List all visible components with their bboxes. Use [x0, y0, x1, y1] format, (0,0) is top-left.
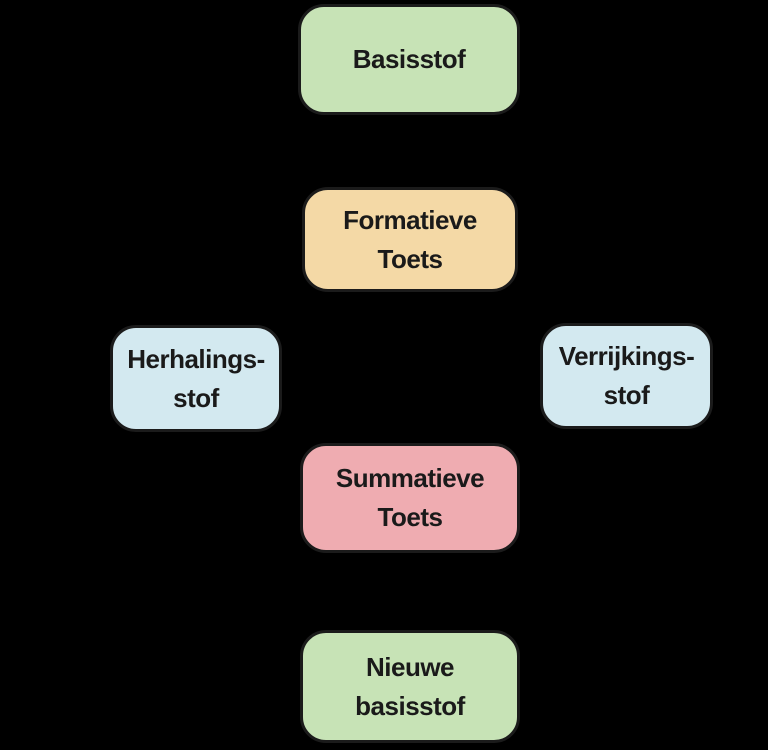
node-herhalings-stof-label-line2: stof — [173, 382, 219, 413]
node-summatieve-toets-label-line1: Summatieve — [335, 463, 485, 493]
node-summatieve-toets: Summatieve Toets — [300, 443, 520, 553]
node-formatieve-toets-label-line1: Formatieve — [343, 204, 477, 235]
node-formatieve-toets-label-line2: Toets — [377, 243, 443, 274]
node-summatieve-toets-label-line2: Toets — [377, 502, 443, 532]
node-verrijkings-stof-label-line1: Verrijkings- — [558, 341, 695, 371]
node-basisstof: Basisstof — [298, 4, 520, 115]
node-verrijkings-stof: Verrijkings- stof — [540, 323, 713, 429]
node-nieuwe-basisstof-label-line1: Nieuwe — [365, 651, 455, 682]
node-herhalings-stof: Herhalings- stof — [110, 325, 282, 432]
node-basisstof-label-line1: Basisstof — [352, 44, 466, 74]
node-herhalings-stof-label-line1: Herhalings- — [127, 343, 265, 374]
node-nieuwe-basisstof-label-line2: basisstof — [355, 690, 465, 721]
node-verrijkings-stof-label-line2: stof — [603, 380, 650, 410]
node-formatieve-toets: Formatieve Toets — [302, 187, 518, 292]
node-nieuwe-basisstof: Nieuwe basisstof — [300, 630, 520, 743]
